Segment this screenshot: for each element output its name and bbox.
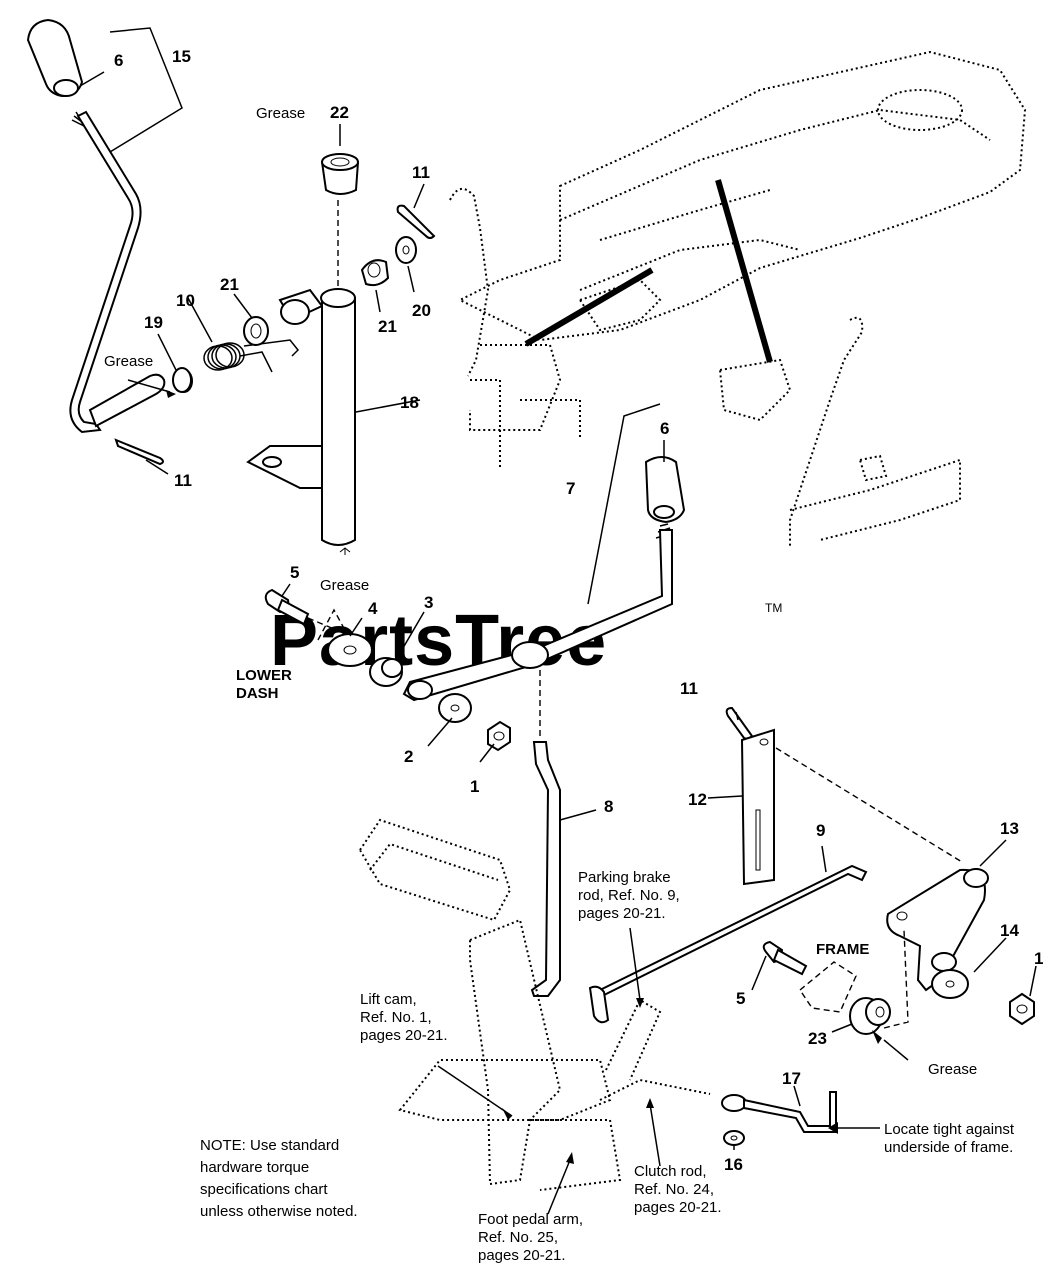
label-locate-2: underside of frame.	[884, 1139, 1013, 1156]
washer-19	[172, 367, 192, 393]
callout-3: 3	[424, 593, 433, 612]
label-grease-pin: Grease	[104, 353, 153, 370]
shift-lever-assembly	[26, 18, 183, 434]
callout-12: 12	[688, 790, 707, 809]
callout-19: 19	[144, 313, 163, 332]
label-grease-18: Grease	[320, 577, 369, 594]
callout-21-right: 21	[378, 317, 397, 336]
washer-4	[327, 633, 373, 667]
label-lower-dash-2: DASH	[236, 685, 279, 702]
callout-16: 16	[724, 1155, 743, 1174]
rod-9	[588, 864, 868, 1024]
bellcrank-axis	[883, 929, 909, 1029]
label-lower-dash-1: LOWER	[236, 667, 292, 684]
callout-5-left: 5	[290, 563, 299, 582]
bolt-5-right	[762, 940, 808, 976]
callout-20: 20	[412, 301, 431, 320]
washer-16	[723, 1130, 745, 1146]
callout-6-top: 6	[114, 51, 123, 70]
leader-lines	[79, 71, 1037, 1215]
watermark-tm: TM	[765, 601, 782, 615]
callout-7: 7	[566, 479, 575, 498]
lift-lever-assembly	[402, 403, 686, 702]
washer-14	[931, 969, 969, 999]
label-note-2: hardware torque	[200, 1159, 309, 1176]
label-note-4: unless otherwise noted.	[200, 1203, 358, 1220]
bellcrank-13	[886, 868, 989, 992]
callout-2: 2	[404, 747, 413, 766]
label-clutch-rod-2: Ref. No. 24,	[634, 1181, 714, 1198]
label-grease-23: Grease	[928, 1061, 977, 1078]
bushing-3	[369, 657, 403, 687]
nut-1	[487, 720, 511, 752]
label-parking-brake-3: pages 20-21.	[578, 905, 666, 922]
foot-pedal	[358, 818, 711, 1191]
lower-dash-bracket	[317, 608, 347, 641]
label-lift-cam-2: Ref. No. 1,	[360, 1009, 432, 1026]
callout-6-mid: 6	[660, 419, 669, 438]
flange-bushing-22	[320, 153, 360, 195]
callout-18: 18	[400, 393, 419, 412]
callout-1-right: 1	[1034, 949, 1043, 968]
nut-1-right	[1009, 992, 1035, 1026]
label-note-1: NOTE: Use standard	[200, 1137, 339, 1154]
link-12	[740, 728, 963, 886]
callout-11-top: 11	[412, 163, 430, 182]
label-foot-pedal-1: Foot pedal arm,	[478, 1211, 583, 1228]
cotter-pin-left	[114, 438, 164, 466]
rod-8	[530, 670, 561, 997]
label-locate-1: Locate tight against	[884, 1121, 1015, 1138]
bolt-5	[264, 588, 361, 641]
washer-20	[395, 236, 417, 264]
callout-11-right: 11	[680, 679, 698, 698]
label-lift-cam-3: pages 20-21.	[360, 1027, 448, 1044]
callout-11-left: 11	[174, 471, 192, 490]
watermark: PartsTree	[270, 601, 607, 681]
callout-5-right: 5	[736, 989, 745, 1008]
label-clutch-rod-1: Clutch rod,	[634, 1163, 707, 1180]
bushing-left	[243, 316, 269, 346]
callout-9: 9	[816, 821, 825, 840]
support-tube	[246, 200, 356, 555]
rod-17	[721, 1091, 837, 1133]
label-parking-brake-2: rod, Ref. No. 9,	[578, 887, 680, 904]
callout-23: 23	[808, 1029, 827, 1048]
callout-17: 17	[782, 1069, 801, 1088]
bushing-23	[849, 997, 891, 1035]
callout-1-left: 1	[470, 777, 479, 796]
callout-14: 14	[1000, 921, 1019, 940]
callout-22: 22	[330, 103, 349, 122]
callout-21-left: 21	[220, 275, 239, 294]
callout-13: 13	[1000, 819, 1019, 838]
washer-2	[438, 693, 472, 723]
cotter-pin-top	[396, 204, 436, 239]
cotter-pin-right	[725, 706, 754, 740]
bushing-right	[360, 259, 390, 287]
frame-section	[799, 961, 857, 1013]
callout-4: 4	[368, 599, 378, 618]
callout-10: 10	[176, 291, 195, 310]
label-clutch-rod-3: pages 20-21.	[634, 1199, 722, 1216]
label-lift-cam-1: Lift cam,	[360, 991, 417, 1008]
tractor-frame	[449, 50, 1027, 548]
torsion-spring	[203, 339, 300, 373]
label-foot-pedal-3: pages 20-21.	[478, 1247, 566, 1264]
callout-15: 15	[172, 47, 191, 66]
callout-8: 8	[604, 797, 613, 816]
label-foot-pedal-2: Ref. No. 25,	[478, 1229, 558, 1246]
label-note-3: specifications chart	[200, 1181, 328, 1198]
label-frame: FRAME	[816, 941, 869, 958]
label-parking-brake-1: Parking brake	[578, 869, 671, 886]
label-grease-22: Grease	[256, 105, 305, 122]
